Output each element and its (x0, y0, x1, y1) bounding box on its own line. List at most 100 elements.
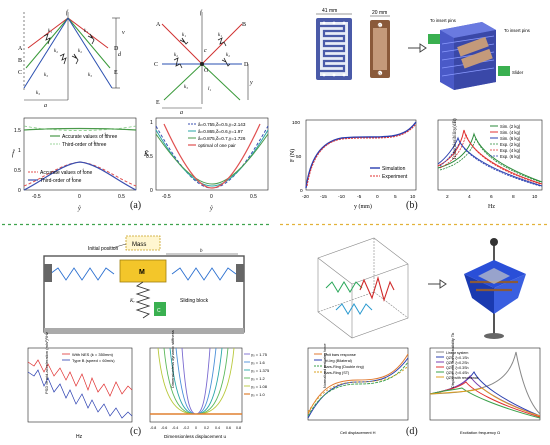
legend-item: γ₀ = 1.0 (251, 392, 266, 397)
panel-b-chart-right: Transmissibility(dB) Hz 2 4 6 8 10 Sim. … (437, 118, 543, 210)
chart-c1-frame (27, 347, 133, 423)
right-dim-y-label: y (249, 80, 253, 86)
chart-d2-legend: Linear system QZS, ξ=0.1Sh QZS, ξ=0.2Sh … (436, 351, 479, 380)
chart-b2-exp-2kg (439, 136, 541, 183)
legend-item: Sim. (4 kg) (500, 130, 521, 135)
panel-a-diagram-left: f A B C D E k₁ k₂ k₃ k₁ k₂ k₃ a d k₃ v (18, 9, 125, 109)
panel-b-label: (b) (406, 200, 418, 211)
point-e-label: E (114, 70, 118, 76)
chart-a1-line-accurate-three (23, 127, 137, 131)
block-d-label: D (378, 71, 381, 76)
right-dim-a-label: a (180, 110, 183, 116)
spring-k2b-label: k₂ (78, 49, 82, 54)
legend-item: Sim. (6 kg) (500, 136, 521, 141)
right-spring-k1b-label: k₁ (218, 33, 222, 38)
dim-k3-label: k₃ (36, 91, 40, 96)
chart-a2-line-3 (155, 133, 269, 185)
legend-item: QZS, ξ=0.4Sh (446, 371, 468, 375)
chart-c2-xtick: 0.6 (226, 426, 231, 430)
spring-k1b-label: k₁ (84, 29, 88, 34)
chart-b2-ylabel: Transmissibility(dB) (453, 118, 458, 160)
point-d-label: D (114, 46, 119, 52)
legend-item: Unit bars response (324, 353, 356, 357)
right-point-o-label: O (204, 68, 209, 74)
chart-b2-xtick: 4 (468, 194, 471, 200)
chart-a1-ytick: 1.5 (14, 128, 21, 134)
chart-b1-line-simulation (305, 121, 417, 189)
chart-b1-xtick: 5 (394, 194, 397, 200)
panel-b: 41 mm C D 20 mm (282, 4, 546, 216)
panel-a-label: (a) (130, 200, 142, 211)
legend-item: γ₀ = 1.2 (251, 376, 266, 381)
mech-label-m: M (139, 269, 145, 276)
chart-a2-ytick: 1 (150, 120, 153, 126)
right-spring-k2b-label: k₂ (226, 53, 230, 58)
right-point-c-label: C (154, 62, 158, 68)
chart-c2-xtick: -0.4 (172, 426, 178, 430)
panel-d-label: (d) (406, 426, 418, 437)
chart-b1-line-experiment (306, 123, 417, 187)
chart-c2-xtick: -0.8 (150, 426, 156, 430)
panel-a-svg: f A B C D E k₁ k₂ k₃ k₁ k₂ k₃ a d k₃ v (12, 9, 269, 212)
legend-item: Tri-leg (Bilateral) (324, 359, 353, 363)
legend-item: With NES (k = 350mm) (72, 352, 114, 357)
chart-d1-line-unit-bars (307, 353, 409, 415)
legend-item: Exp. (6 kg) (500, 154, 521, 159)
legend-item: Bars-Ring (Double ring) (324, 365, 365, 369)
legend-item: Accurate values of f̂three (62, 133, 118, 140)
chart-b1-ytick: 50 (296, 154, 302, 160)
dim-41mm-label: 41 mm (322, 8, 337, 14)
chart-b1-xtick: -5 (357, 194, 362, 200)
chart-b2-sim-4kg (437, 129, 543, 185)
chart-a2-frame (155, 117, 269, 191)
point-b-label: B (18, 58, 22, 64)
dim-v-label: v (122, 30, 125, 36)
right-point-d-label: D (244, 62, 249, 68)
point-a-label: A (18, 46, 23, 52)
chart-a1-ytick: 0.5 (14, 168, 21, 174)
mech-label-initial-position: Initial position (88, 246, 119, 252)
panel-c-label: (c) (130, 426, 142, 437)
panel-a-chart-left: f̂ ŷ -0.5 0 0.5 0 0.5 1 1.5 Accurate val… (12, 117, 137, 212)
mech-label-mass: Mass (132, 242, 146, 248)
chart-a1-ytick: 0 (18, 188, 21, 194)
chart-d1-ylabel: Normalized restoring force (323, 343, 327, 388)
panel-a-chart-right: K̂ ŷ -0.5 0 0.5 0 0.5 1 â=0.755,δ=0.5,γ=… (143, 117, 269, 212)
chart-c1-line-nes (27, 359, 133, 397)
chart-c2-frame (149, 347, 243, 423)
dim-20mm-label: 20 mm (372, 10, 387, 16)
legend-item: QZS, ξ=0.1Sh (446, 356, 468, 360)
chart-d1-frame (307, 347, 409, 421)
panel-b-chart-left: F (N) y (mm) -20 -15 -10 -5 0 5 10 0 50 … (289, 119, 417, 210)
panel-b-svg: 41 mm C D 20 mm (289, 8, 543, 210)
chart-a1-line-third-one (23, 161, 137, 191)
chart-a2-legend: â=0.755,δ=0.5,γ=2.143 â=0.865,δ=0.6,γ=1.… (188, 122, 246, 148)
legend-item: γ₀ = 1.75 (251, 352, 268, 357)
chart-a2-line-4 (163, 123, 261, 189)
chart-b2-xlabel: Hz (488, 204, 495, 210)
right-point-e-label: E (156, 100, 160, 106)
arrow-icon (408, 43, 427, 53)
point-c-label: C (18, 70, 22, 76)
spring-k3b-label: k₃ (88, 73, 92, 78)
chart-d1-xlabel: Cell displacement H (340, 430, 376, 435)
mech-label-kv: Kᵥ (129, 299, 135, 304)
chart-b1-legend: Simulation Experiment (370, 166, 408, 180)
chart-b1-xtick: 0 (376, 194, 379, 200)
chart-b2-legend: Sim. (2 kg) Sim. (4 kg) Sim. (6 kg) Exp.… (490, 124, 521, 159)
block-c-label: C (378, 23, 381, 28)
legend-item: â=0.875,δ=0.7,γ=1.726 (198, 136, 246, 141)
chart-c2-xtick: -0.2 (183, 426, 189, 430)
legend-item: Accurate values of f̂one (40, 169, 92, 176)
chart-b1-xtick: 10 (410, 194, 416, 200)
legend-item: Third-order of f̂three (62, 141, 107, 148)
chart-a1-xlabel: ŷ (77, 206, 81, 212)
legend-item: Bars-Ring (ST) (324, 371, 350, 375)
chart-d2-line-qzs-resonance (429, 387, 541, 417)
mech-label-b: b (200, 249, 203, 254)
panel-d-isolator-model (464, 238, 526, 339)
chart-c2-xlabel: Dimensionless displacement u (164, 434, 226, 439)
legend-item: Exp. (4 kg) (500, 148, 521, 153)
chart-b1-xlabel: y (mm) (354, 203, 372, 210)
chart-a1-frame (23, 117, 137, 191)
